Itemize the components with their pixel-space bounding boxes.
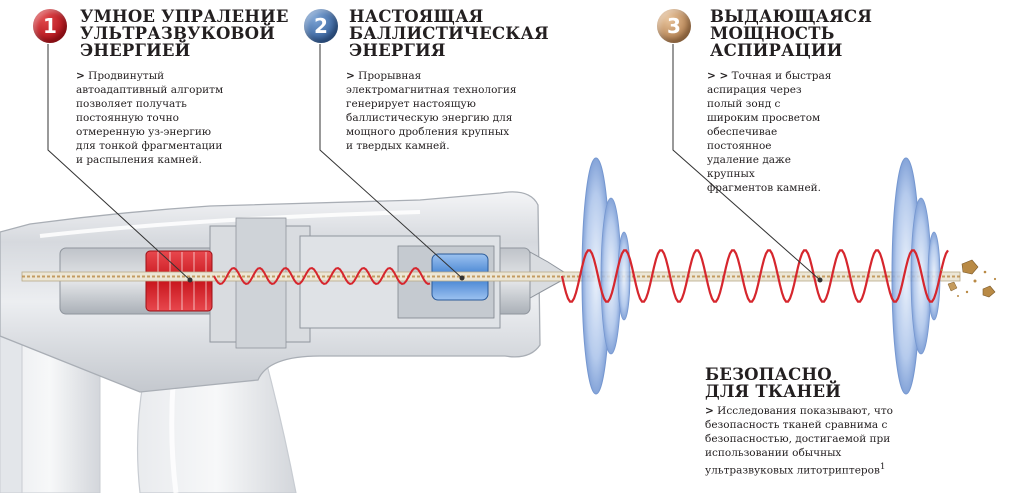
feature-title-3: ВЫДАЮЩАЯСЯ МОЩНОСТЬ АСПИРАЦИИ [710,7,873,60]
step-badge-3: 3 [657,9,691,43]
feature-title-2: НАСТОЯЩАЯ БАЛЛИСТИЧЕСКАЯ ЭНЕРГИЯ [349,7,549,60]
bullet-marker: > [705,405,714,417]
bullet-marker: > > [707,70,729,82]
bullet-marker: > [76,70,85,82]
stone-fragments [941,259,997,298]
shock-wave-front [581,157,631,395]
feature-text-1: > Продвинутый автоадаптивный алгоритм по… [76,69,246,167]
energy-wave-inner [213,267,431,285]
step-badge-2: 2 [304,9,338,43]
feature-description-2: Прорывная электромагнитная технология ге… [346,70,517,152]
feature-text-3: > > Точная и быстрая аспирация через пол… [707,69,837,195]
footnote-marker: 1 [879,462,886,472]
leader-line-1 [47,44,191,281]
safety-text: > Исследования показывают, что безопасно… [705,404,915,478]
safety-title: БЕЗОПАСНО ДЛЯ ТКАНЕЙ [705,365,842,401]
shock-wave-distal [891,157,941,395]
leader-line-3 [672,44,821,281]
leader-line-2 [319,44,463,279]
feature-description-3: Точная и быстрая аспирация через полый з… [707,70,832,194]
bullet-marker: > [346,70,355,82]
safety-description: Исследования показывают, что безопасност… [705,405,893,477]
feature-title-1: УМНОЕ УПРАЛЕНИЕ УЛЬТРАЗВУКОВОЙ ЭНЕРГИЕЙ [80,7,289,60]
feature-description-1: Продвинутый автоадаптивный алгоритм позв… [76,70,224,166]
feature-text-2: > Прорывная электромагнитная технология … [346,69,521,153]
energy-wave-outer [560,249,949,303]
step-badge-1: 1 [33,9,67,43]
